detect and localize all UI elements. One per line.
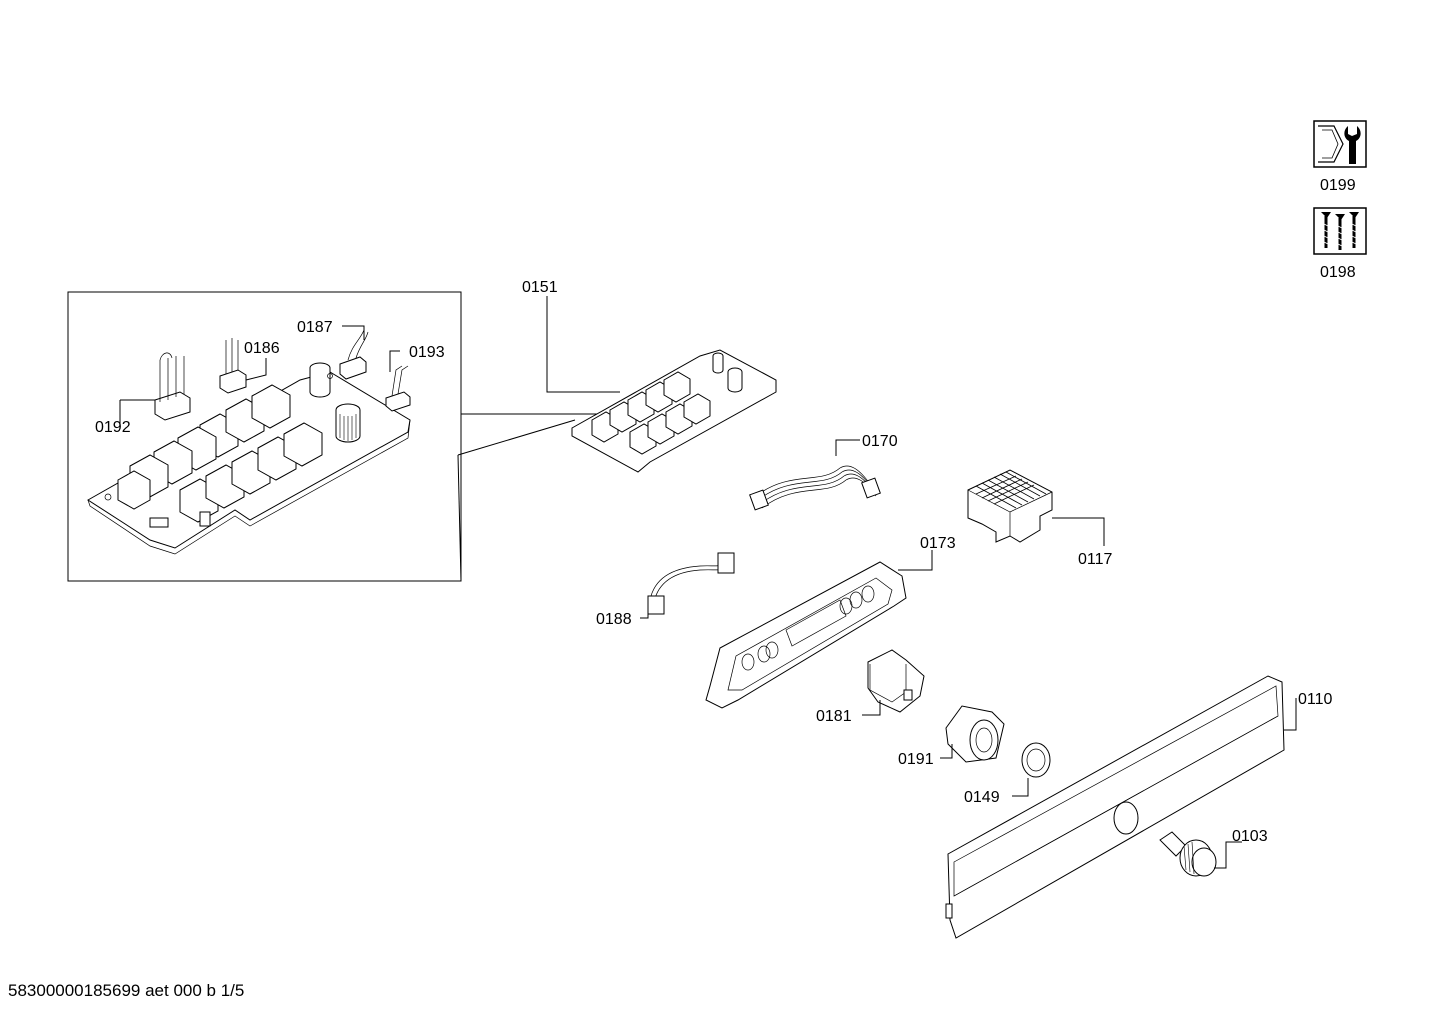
label-0149: 0149	[964, 789, 1000, 806]
switch-0181	[867, 649, 925, 713]
heat-sink-0117	[967, 469, 1053, 543]
detail-inset	[67, 291, 600, 582]
label-0103: 0103	[1232, 828, 1268, 845]
wrench-nut-icon	[1313, 120, 1367, 168]
label-0193: 0193	[409, 344, 445, 361]
label-0199: 0199	[1320, 177, 1356, 194]
label-0151: 0151	[522, 279, 558, 296]
label-0198: 0198	[1320, 264, 1356, 281]
knob-0103	[1159, 831, 1217, 877]
control-board-enlarged	[87, 329, 411, 555]
wire-harness-0188	[647, 552, 735, 615]
label-0188: 0188	[596, 611, 632, 628]
label-0192: 0192	[95, 419, 131, 436]
label-0173: 0173	[920, 535, 956, 552]
key-frame-0173	[705, 561, 907, 709]
label-0110: 0110	[1298, 691, 1333, 708]
label-0187: 0187	[297, 319, 333, 336]
ring-0149	[1021, 742, 1051, 778]
front-panel-0110	[945, 675, 1285, 939]
document-footer: 58300000185699 aet 000 b 1/5	[8, 981, 245, 1000]
knob-holder-0191	[945, 705, 1005, 763]
label-0117: 0117	[1078, 551, 1113, 568]
label-0170: 0170	[862, 433, 898, 450]
label-0186: 0186	[244, 340, 280, 357]
label-0191: 0191	[898, 751, 934, 768]
label-0181: 0181	[816, 708, 852, 725]
ribbon-cable-0170	[749, 465, 881, 511]
screws-icon	[1313, 207, 1367, 255]
control-board-0151	[571, 349, 777, 473]
